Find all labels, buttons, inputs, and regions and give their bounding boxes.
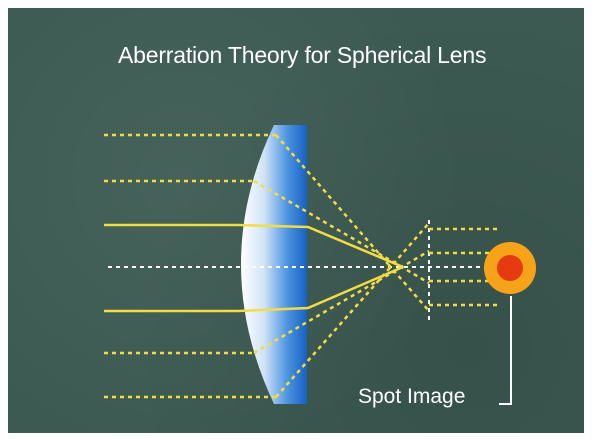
ray-out-4: [387, 222, 430, 271]
ray-solid-lower: [104, 265, 404, 313]
spot-image-label: Spot Image: [358, 385, 466, 408]
spot-leader-line: [499, 296, 512, 405]
paraxial-rays: [104, 223, 404, 313]
diagram-title: Aberration Theory for Spherical Lens: [118, 42, 487, 68]
ray-out-1: [387, 263, 430, 312]
diagram-panel: Aberration Theory for Spherical Lens Spo…: [8, 8, 584, 433]
spherical-lens: [241, 125, 307, 404]
spot-inner: [497, 255, 523, 281]
lens-diagram: [104, 125, 536, 405]
ray-out-3: [399, 249, 430, 270]
ray-solid-upper: [104, 223, 404, 269]
marginal-rays: [104, 133, 498, 399]
ray-out-2: [399, 264, 430, 285]
